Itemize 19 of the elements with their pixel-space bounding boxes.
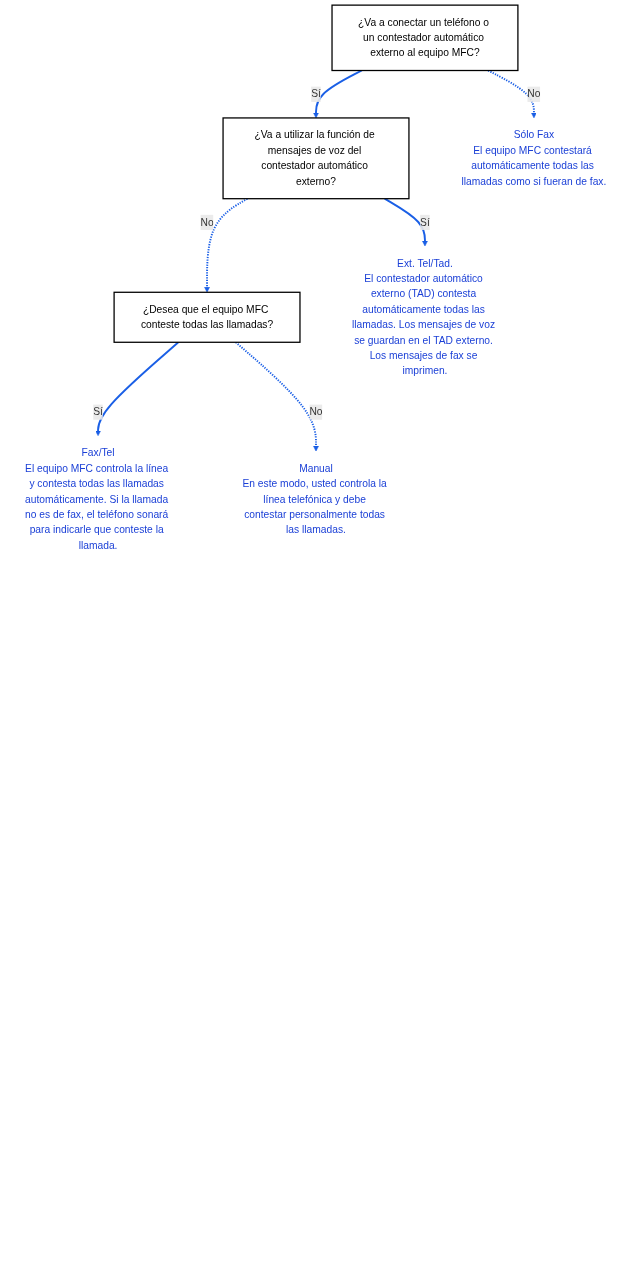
- edge-label: No: [527, 88, 541, 100]
- node-box: ¿Desea que el equipo MFC conteste todas las llamadas?: [113, 291, 301, 343]
- edge-label: Sí: [311, 88, 321, 100]
- node-text: Fax/Tel El equipo MFC controla la línea y contesta todas las llamadas automáticamente. Si la llamada no es de fax, el teléfono sonará para indicarle que conteste la llamada.: [25, 447, 169, 551]
- node-box: ¿Va a utilizar la función de mensajes de voz del contestador automático externo?: [222, 117, 410, 200]
- edge-label: Sí: [420, 216, 430, 228]
- edge-label: No: [200, 216, 214, 228]
- arrow: [487, 69, 537, 119]
- arrow: [383, 197, 428, 247]
- arrow: [234, 341, 319, 452]
- arrow: [95, 341, 180, 437]
- edge-label: Sí: [93, 406, 103, 418]
- node-text: Sólo Fax El equipo MFC contestará automáticamente todas las llamadas como si fueran de fax.: [461, 129, 607, 187]
- edge-label: No: [309, 406, 323, 418]
- arrow: [313, 69, 363, 119]
- node-box: ¿Va a conectar un teléfono o un contestador automático externo al equipo MFC?: [331, 4, 519, 72]
- arrow: [204, 197, 249, 293]
- node-text: Manual En este modo, usted controla la línea telefónica y debe contestar personalmente todas las llamadas.: [242, 462, 387, 536]
- node-text: Ext. Tel/Tad. El contestador automático externo (TAD) contesta automáticamente todas las llamadas. Los mensajes de voz se guardan en el TAD externo. Los mensajes de fax se imprimen.: [351, 257, 496, 377]
